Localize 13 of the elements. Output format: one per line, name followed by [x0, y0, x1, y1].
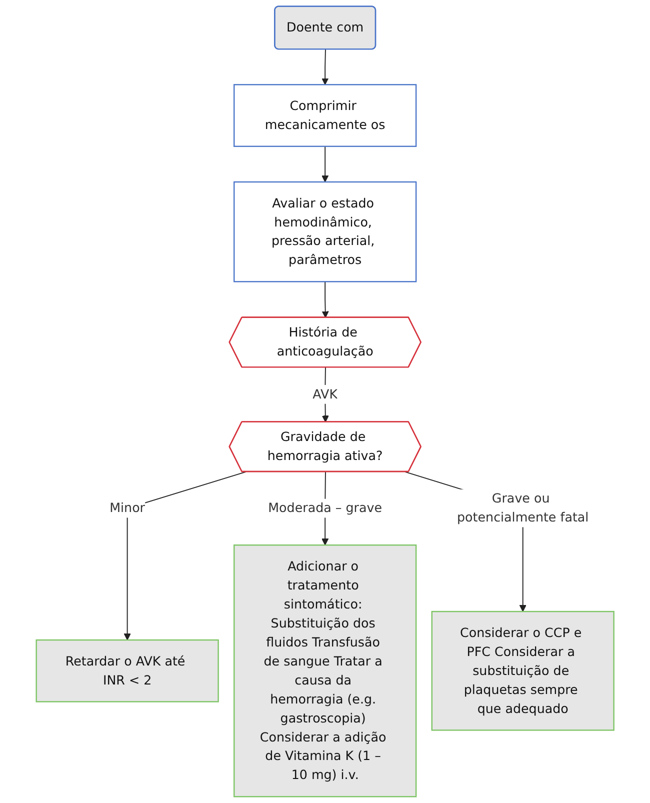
arrow — [322, 146, 328, 182]
edge-label: Moderada – grave — [268, 500, 382, 516]
node-box: Considerar o CCP e PFC Considerar a substituição de plaquetas sempre que adequado — [431, 610, 614, 731]
node-box: Adicionar o tratamento sintomático: Substituição dos fluidos Transfusão de sangue Tratar a causa da hemorragia (e.g. gastroscopia) Considerar a adição de Vitamina K (1 – 10 mg) i.v. — [233, 544, 417, 798]
edge-label: Grave ou potencialmente fatal — [456, 490, 589, 525]
node-box: Avaliar o estado hemodinâmico, pressão arterial, parâmetros — [233, 181, 417, 282]
arrow — [124, 471, 246, 640]
arrow — [322, 48, 328, 85]
arrow — [322, 281, 329, 318]
edge-label: Minor — [110, 500, 145, 516]
edge-label: AVK — [312, 386, 338, 402]
node-box: Retardar o AVK até INR < 2 — [36, 639, 219, 702]
node-box: Comprimir mecanicamente os — [233, 84, 417, 147]
